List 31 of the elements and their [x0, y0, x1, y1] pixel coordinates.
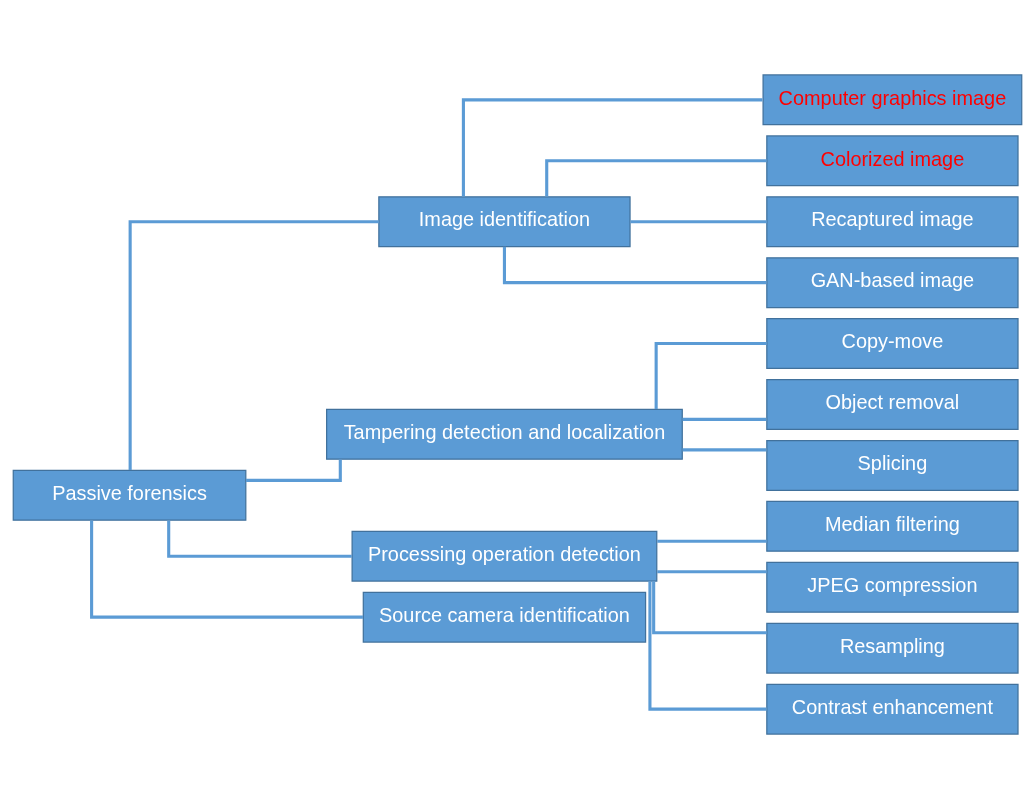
- node-box: Object removal: [766, 379, 1019, 430]
- connector: [657, 570, 767, 574]
- connector: [648, 581, 767, 711]
- connector: [682, 417, 767, 421]
- node-box: Passive forensics: [12, 469, 247, 521]
- connector: [682, 448, 767, 452]
- node-box: Contrast enhancement: [766, 683, 1019, 735]
- node-box: Source camera identification: [362, 591, 647, 643]
- node-box: Tampering detection and localization: [326, 408, 683, 460]
- node-box: GAN-based image: [766, 257, 1019, 309]
- node-box: Colorized image: [766, 135, 1019, 187]
- connector: [90, 520, 363, 619]
- node-box: Resampling: [766, 622, 1019, 674]
- connector: [167, 520, 352, 558]
- connector: [128, 220, 379, 471]
- connector: [545, 159, 767, 197]
- node-box: Image identification: [378, 196, 631, 248]
- connector: [630, 220, 767, 224]
- node-box: Recaptured image: [766, 196, 1019, 248]
- node-box: JPEG compression: [766, 561, 1019, 613]
- node-box: Splicing: [766, 439, 1019, 491]
- node-box: Median filtering: [766, 500, 1019, 552]
- node-box: Processing operation detection: [351, 530, 658, 582]
- connector: [652, 581, 767, 635]
- node-box: Copy-move: [766, 318, 1019, 370]
- connector: [654, 342, 767, 410]
- connector: [246, 459, 342, 482]
- node-box: Computer graphics image: [762, 74, 1023, 126]
- connector: [657, 539, 767, 543]
- connector: [502, 246, 767, 285]
- connector: [461, 98, 763, 197]
